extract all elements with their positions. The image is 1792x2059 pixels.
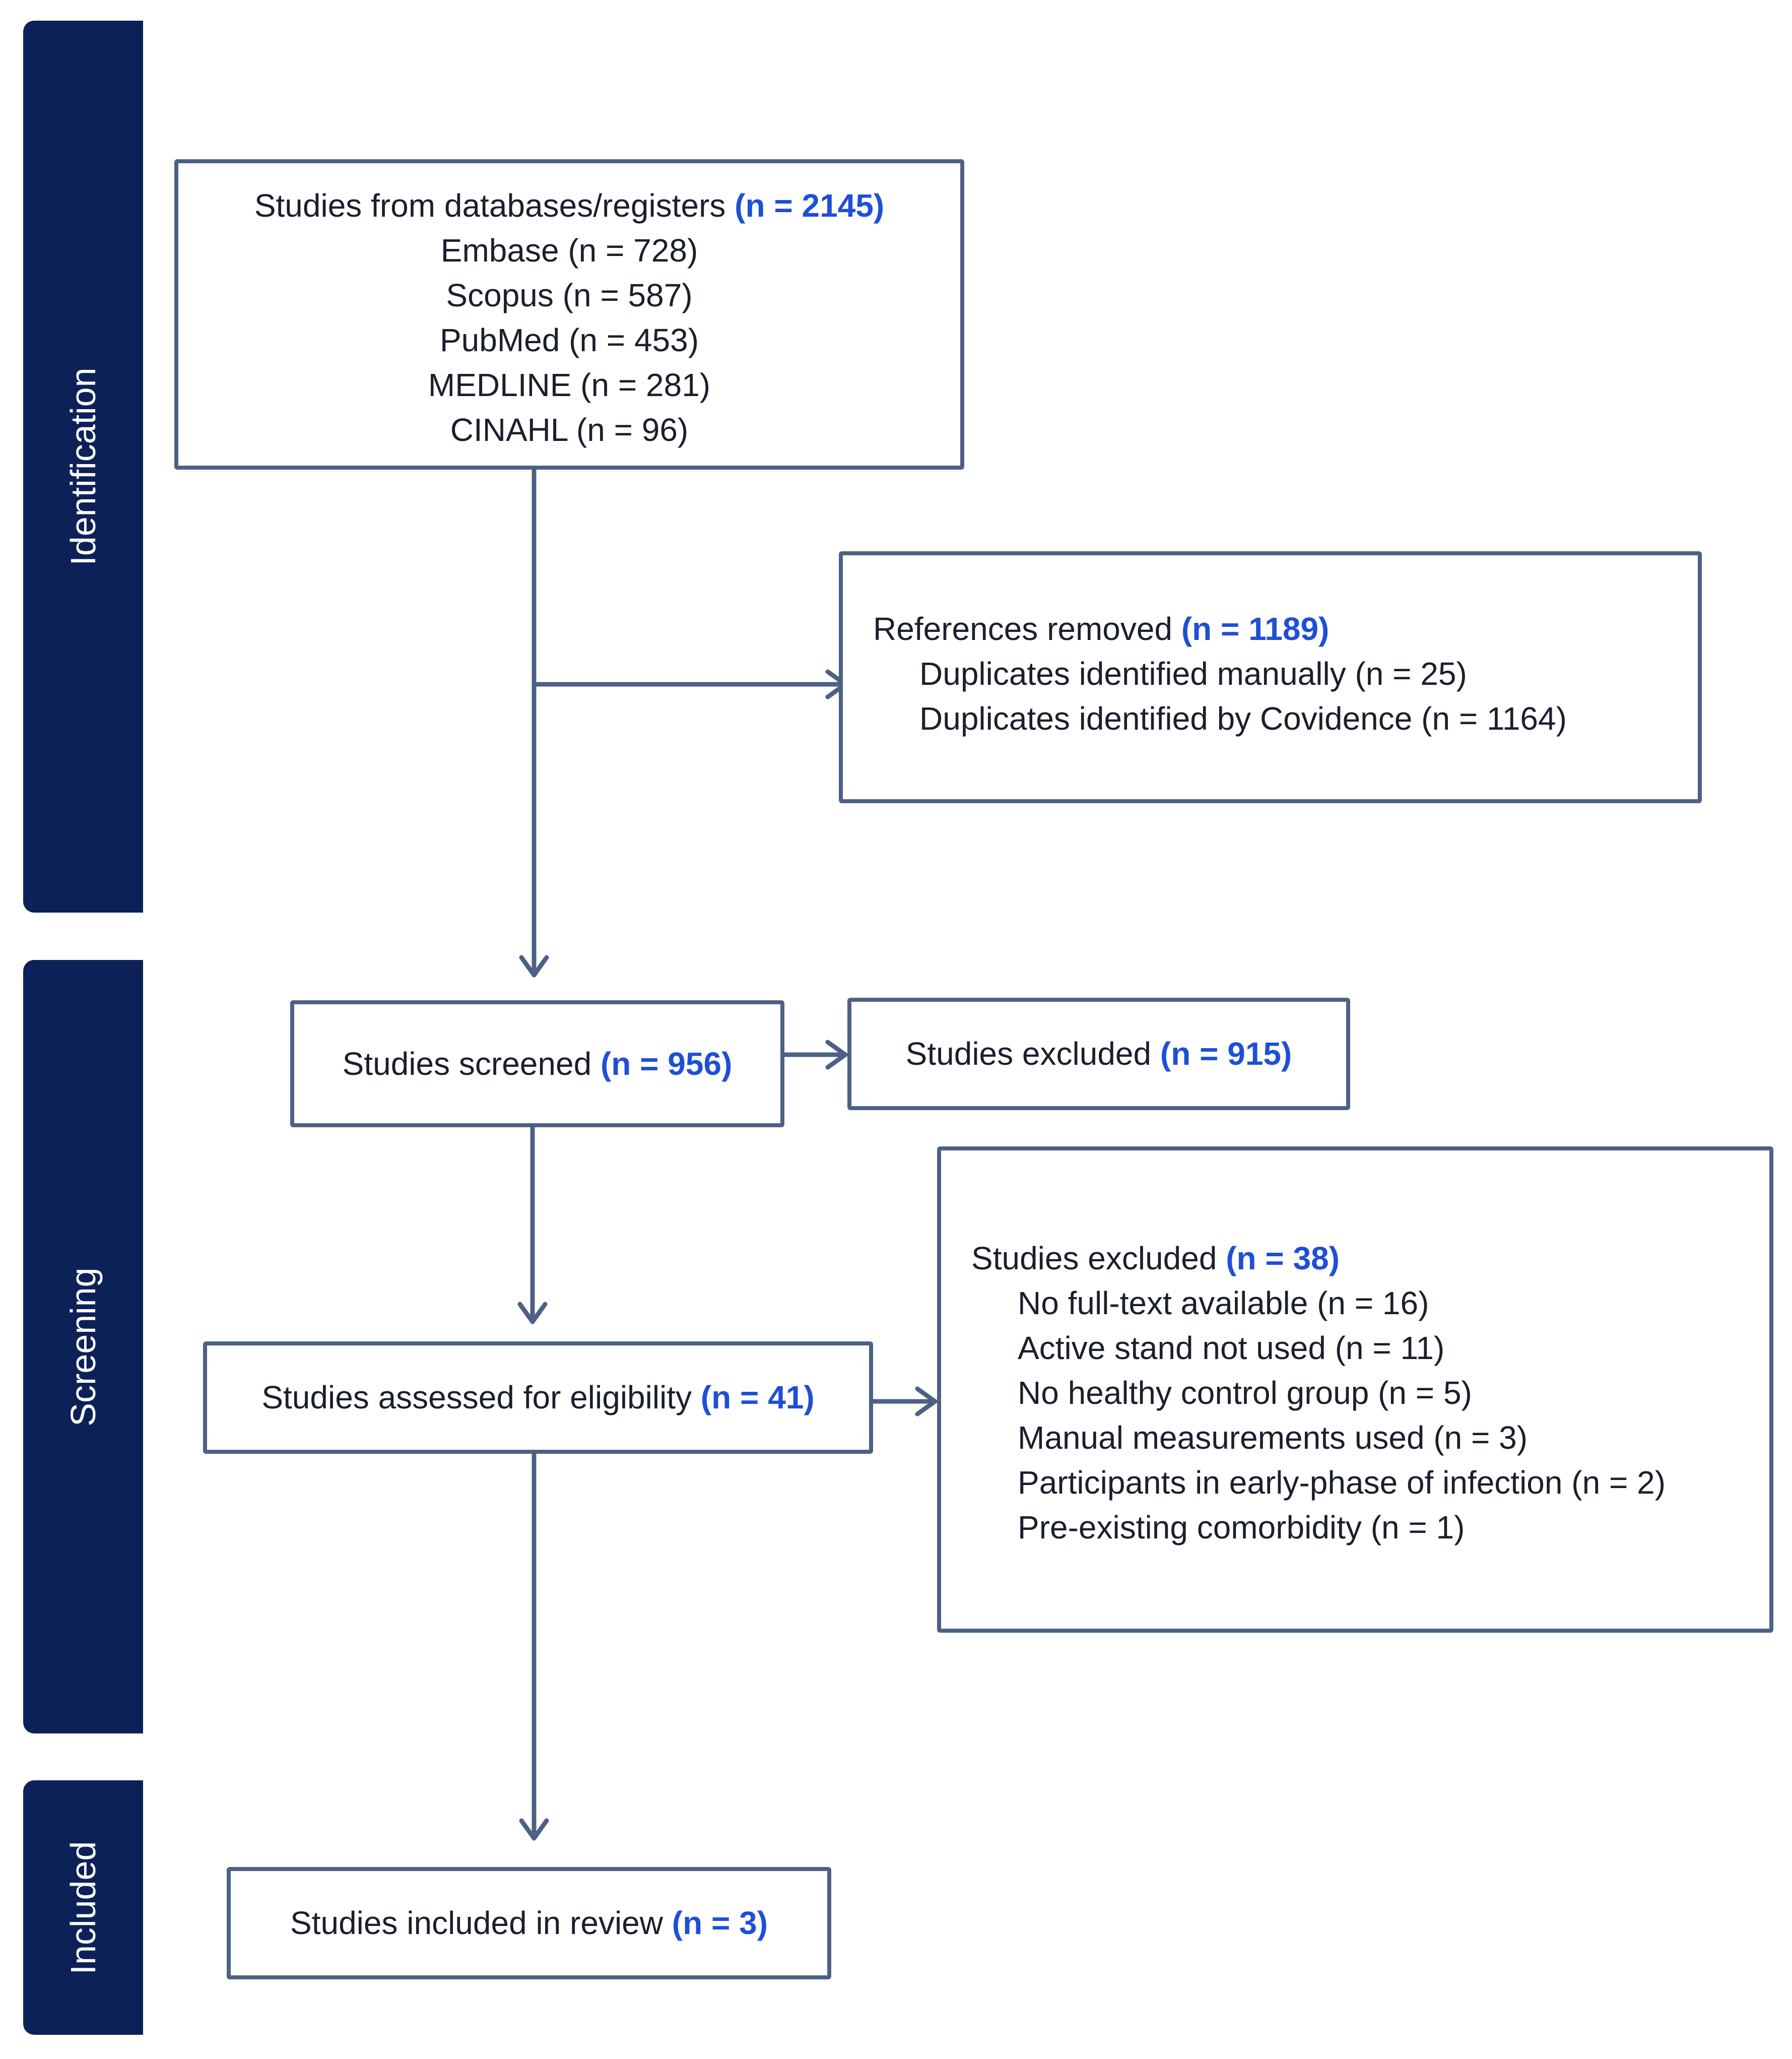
source-pubmed: PubMed (n = 453) [439, 322, 699, 358]
source-embase: Embase (n = 728) [440, 232, 698, 269]
arrowhead-to-eligibility [517, 1302, 548, 1324]
removed-item-manual: Duplicates identified manually (n = 25) [919, 656, 1467, 692]
exclusion-reason-early-phase-infection: Participants in early-phase of infection… [1018, 1464, 1666, 1501]
exclusion-reason-no-control-group: No healthy control group (n = 5) [1018, 1375, 1472, 1411]
eligibility-box: Studies assessed for eligibility (n = 41… [203, 1341, 873, 1454]
eligibility-label: Studies assessed for eligibility [261, 1379, 692, 1415]
identification-title-row: Studies from databases/registers (n = 21… [178, 183, 960, 228]
studies-included-box: Studies included in review (n = 3) [227, 1867, 831, 1979]
phase-bar-screening: Screening [23, 960, 143, 1733]
screened-count: (n = 956) [600, 1046, 733, 1082]
exclusion-reason-no-full-text: No full-text available (n = 16) [1018, 1285, 1429, 1321]
arrowhead-to-screened [519, 955, 549, 978]
exclusion-reason-active-stand: Active stand not used (n = 11) [1018, 1330, 1445, 1366]
source-cinahl: CINAHL (n = 96) [450, 412, 689, 448]
removed-title-row: References removed (n = 1189) [873, 607, 1698, 652]
exclusion-reason-manual-measurements: Manual measurements used (n = 3) [1018, 1420, 1528, 1456]
arrowhead-to-included [519, 1818, 549, 1841]
references-removed-box: References removed (n = 1189) Duplicates… [839, 551, 1702, 803]
excluded-screening-label: Studies excluded [905, 1036, 1152, 1072]
arrowhead-to-excluded-eligibility [915, 1386, 938, 1417]
eligibility-count: (n = 41) [700, 1379, 815, 1415]
identification-box: Studies from databases/registers (n = 21… [174, 159, 964, 470]
arrowhead-to-excluded-screening [825, 1040, 848, 1070]
removed-title: References removed [873, 611, 1173, 647]
studies-excluded-screening-box: Studies excluded (n = 915) [847, 998, 1350, 1110]
screened-label: Studies screened [342, 1046, 592, 1082]
studies-excluded-eligibility-box: Studies excluded (n = 38) No full-text a… [937, 1146, 1773, 1633]
identification-count: (n = 2145) [735, 187, 885, 224]
source-scopus: Scopus (n = 587) [446, 277, 693, 313]
excluded-eligibility-title-row: Studies excluded (n = 38) [971, 1236, 1769, 1281]
excluded-screening-count: (n = 915) [1160, 1036, 1292, 1072]
included-label: Studies included in review [290, 1905, 663, 1941]
removed-count: (n = 1189) [1181, 611, 1330, 647]
excluded-eligibility-title: Studies excluded [971, 1240, 1217, 1276]
studies-screened-box: Studies screened (n = 956) [290, 1000, 784, 1127]
included-count: (n = 3) [672, 1905, 768, 1941]
phase-bar-included: Included [23, 1780, 143, 2035]
source-medline: MEDLINE (n = 281) [428, 367, 711, 403]
identification-title: Studies from databases/registers [254, 187, 726, 224]
exclusion-reason-comorbidity: Pre-existing comorbidity (n = 1) [1018, 1509, 1465, 1546]
excluded-eligibility-count: (n = 38) [1226, 1240, 1340, 1276]
removed-item-covidence: Duplicates identified by Covidence (n = … [919, 700, 1567, 737]
phase-bar-identification: Identification [23, 21, 143, 913]
